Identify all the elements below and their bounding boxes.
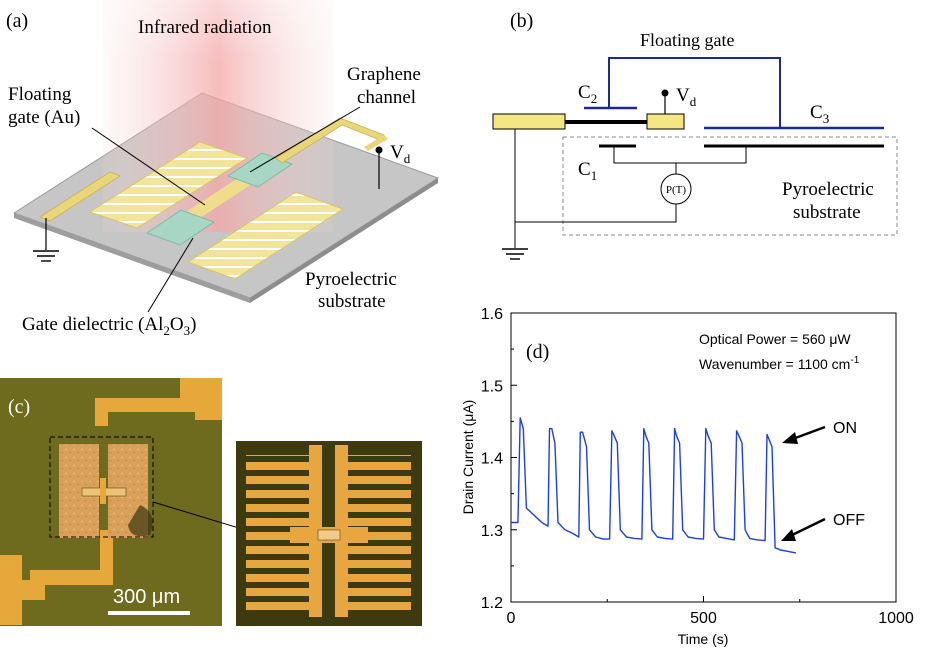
y-tick-label: 1.3 [481,523,503,540]
on-arrow-head [782,432,798,444]
micrograph-trace-top [95,378,222,426]
graphene-label-line1: Graphene [347,64,421,85]
panel-b: (b) Floating gate Vd C2 C3 C1 P(T) [492,10,898,260]
plot-series [511,417,797,554]
c1-label: C1 [578,159,597,183]
micrograph-dark-spot [128,505,153,537]
gate-dielectric-patch [145,209,216,246]
substrate-label-b-line2: substrate [793,202,861,223]
source-circuit-top [613,146,747,164]
ground-icon-a [33,218,59,262]
x-tick-label: 500 [690,610,717,627]
panel-d-label: (d) [526,341,549,363]
off-arrow-head [781,529,796,541]
drain-lead-tail [364,135,388,151]
micrograph-pad-left [0,555,22,625]
floating-gate-label-line2: gate (Au) [8,107,80,128]
y-axis-label: Drain Current (μA) [460,400,476,515]
floating-gate-pointer [91,127,206,206]
floating-gate-label-b: Floating gate [640,30,734,50]
c3-label: C3 [810,102,829,126]
optical-power-annotation: Optical Power = 560 μW [699,331,851,347]
y-tick-label: 1.2 [481,595,503,612]
wavenumber-annotation: Wavenumber = 1100 cm-1 [699,355,860,372]
gate-dielectric-pointer [147,237,194,313]
gate-dielectric-label: Gate dielectric (Al2O3) [22,314,196,338]
y-tick-label: 1.6 [481,306,503,323]
infrared-beam-fade [103,0,333,60]
vd-label-a: Vd [390,142,411,166]
substrate-edge-right [250,178,438,303]
floating-gate-upper-pad [88,141,249,229]
drain-current-series-line [511,417,797,554]
substrate-edge-front [14,213,250,303]
panel-b-label: (b) [510,10,533,32]
floating-gate-wire [608,57,781,128]
pyroelectric-substrate-box [562,136,898,236]
pyroelectric-source-label: P(T) [666,184,687,196]
panel-c: (c) 300 μm [0,378,422,626]
x-axis-label: Time (s) [678,631,729,647]
ground-icon-b [502,248,528,260]
c2-label: C2 [578,82,597,106]
y-tick-label: 1.4 [481,451,503,468]
source-lead [39,171,121,222]
floating-gate-label-line1: Floating [8,84,72,105]
plot-frame [510,312,897,603]
plot-axes: 0 500 1000 1.2 1.3 1.4 1.5 1.6 [481,306,914,627]
vd-terminal-dot-a [375,146,383,154]
panel-a: (a) Infrared radiation Vd [6,0,440,338]
substrate-label-b-line1: Pyroelectric [782,179,874,200]
source-pad [492,113,566,130]
graphene-label-line2: channel [357,87,416,108]
on-label: ON [833,420,857,437]
micrograph-bridge-stem [100,478,106,504]
panel-d: 0 500 1000 1.2 1.3 1.4 1.5 1.6 (d) Optical Powe… [460,306,914,647]
x-tick-label: 0 [507,610,516,627]
panel-c-label: (c) [8,396,30,418]
panel-a-label: (a) [6,10,28,32]
micrograph-trace-bottom [0,530,113,600]
floating-gate-lower-pad [186,191,345,280]
y-tick-label: 1.5 [481,378,503,395]
vd-terminal-dot-b [661,89,669,97]
x-tick-label: 1000 [878,610,914,627]
off-arrow-shaft [787,517,826,539]
source-wire-bottom [515,204,677,223]
vd-label-b: Vd [676,85,697,109]
infrared-radiation-label: Infrared radiation [138,17,272,38]
substrate-label-a-line1: Pyroelectric [305,269,397,290]
zoom-region-box [49,436,154,538]
substrate-label-a-line2: substrate [318,291,386,312]
floating-gate-bridge [186,178,252,218]
zoom-cross-center [317,529,341,541]
graphene-channel-patch [226,152,294,188]
drain-pad [646,113,685,130]
off-label: OFF [833,512,865,529]
scale-bar-label: 300 μm [113,586,180,608]
graphene-pointer [249,106,361,173]
